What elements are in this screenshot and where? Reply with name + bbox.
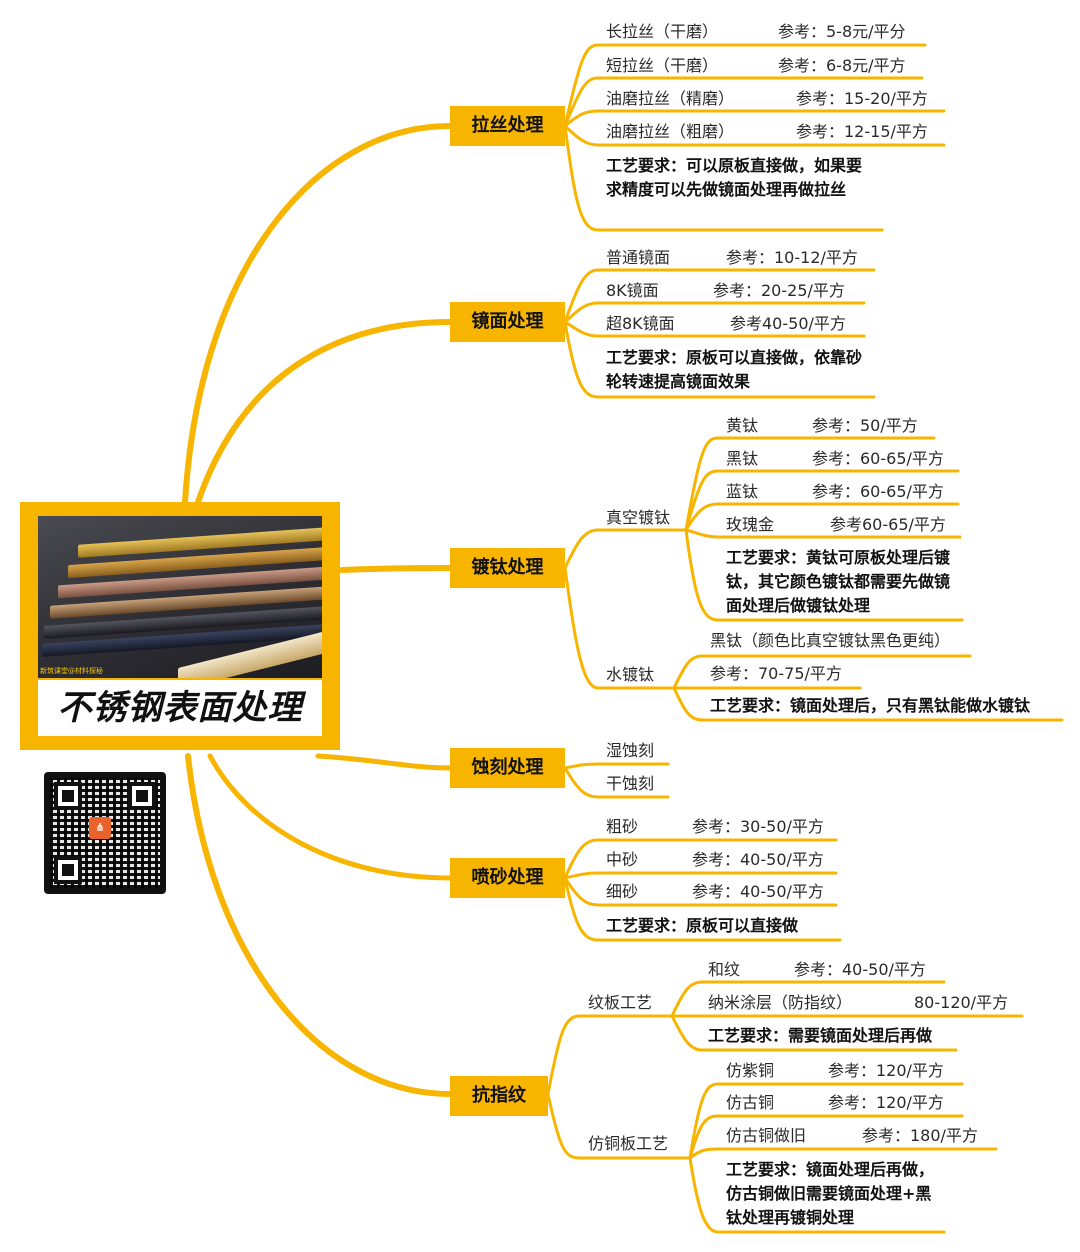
leaf-label: 粗砂 <box>606 817 639 836</box>
leaf-price: 参考：120/平方 <box>828 1093 944 1112</box>
branch-node[interactable]: 镜面处理 <box>450 302 565 342</box>
leaf-price: 参考：5-8元/平分 <box>778 22 906 41</box>
process-note: 工艺要求：镜面处理后，只有黑钛能做水镀钛 <box>710 696 1031 715</box>
leaf-price: 参考60-65/平方 <box>830 515 946 534</box>
process-note: 工艺要求：镜面处理后再做，仿古铜做旧需要镜面处理+黑钛处理再镀铜处理 <box>726 1160 935 1227</box>
leaf-label: 黑钛 <box>726 449 759 468</box>
leaf-label: 湿蚀刻 <box>606 741 655 760</box>
process-note: 工艺要求：可以原板直接做，如果要求精度可以先做镜面处理再做拉丝 <box>606 156 863 199</box>
leaf-label: 黄钛 <box>726 416 759 435</box>
leaf-label: 蓝钛 <box>726 482 759 501</box>
qr-logo-icon: ⋔ <box>89 817 111 839</box>
branch-node[interactable]: 抗指纹 <box>450 1076 548 1116</box>
leaf-price: 参考：180/平方 <box>862 1126 978 1145</box>
process-note: 工艺要求：原板可以直接做 <box>606 916 799 935</box>
leaf-label: 8K镜面 <box>606 281 659 300</box>
root-node[interactable]: 新筑课堂@材料探秘 不锈钢表面处理 <box>20 502 340 750</box>
leaf-label: 中砂 <box>606 850 639 869</box>
sub-branch-label: 水镀钛 <box>606 665 655 684</box>
leaf-price: 参考：120/平方 <box>828 1061 944 1080</box>
process-note: 工艺要求：黄钛可原板处理后镀钛，其它颜色镀钛都需要先做镜面处理后做镀钛处理 <box>726 548 951 615</box>
leaf-label: 玫瑰金 <box>726 515 775 534</box>
leaf-label: 仿古铜 <box>726 1093 775 1112</box>
leaf-label: 油磨拉丝（粗磨） <box>606 122 735 141</box>
leaf-label: 细砂 <box>606 882 639 901</box>
leaf-price: 参考：6-8元/平方 <box>778 56 906 75</box>
qr-finder-top-right <box>128 782 156 810</box>
branch-node[interactable]: 蚀刻处理 <box>450 748 565 788</box>
leaf-price: 参考：40-50/平方 <box>692 882 824 901</box>
leaf-price: 参考：20-25/平方 <box>713 281 845 300</box>
leaf-label: 长拉丝（干磨） <box>606 22 719 41</box>
sub-branch-label: 纹板工艺 <box>588 993 653 1012</box>
leaf-label: 黑钛（颜色比真空镀钛黑色更纯） <box>710 631 951 650</box>
leaf-price: 参考：40-50/平方 <box>692 850 824 869</box>
leaf-label: 仿古铜做旧 <box>726 1126 807 1145</box>
leaf-label: 和纹 <box>708 960 741 979</box>
sub-branch-label: 仿铜板工艺 <box>588 1134 669 1153</box>
leaf-price: 参考：10-12/平方 <box>726 248 858 267</box>
leaf-price: 参考：12-15/平方 <box>796 122 928 141</box>
leaf-label: 仿紫铜 <box>726 1061 775 1080</box>
stainless-steel-photo: 新筑课堂@材料探秘 <box>38 516 322 678</box>
leaf-label: 纳米涂层（防指纹） <box>708 993 853 1012</box>
root-title: 不锈钢表面处理 <box>38 680 322 736</box>
leaf-label: 油磨拉丝（精磨） <box>606 89 735 108</box>
branch-node[interactable]: 喷砂处理 <box>450 858 565 898</box>
leaf-price: 参考：30-50/平方 <box>692 817 824 836</box>
leaf-price: 参考：60-65/平方 <box>812 449 944 468</box>
leaf-label: 短拉丝（干磨） <box>606 56 719 75</box>
leaf-price: 参考：40-50/平方 <box>794 960 926 979</box>
branch-node[interactable]: 镀钛处理 <box>450 548 565 588</box>
qr-finder-bottom-left <box>54 856 82 884</box>
sub-branch-label: 真空镀钛 <box>606 508 671 527</box>
leaf-price: 参考：50/平方 <box>812 416 918 435</box>
leaf-label: 干蚀刻 <box>606 774 655 793</box>
qr-finder-top-left <box>54 782 82 810</box>
leaf-label: 普通镜面 <box>606 248 671 267</box>
process-note: 工艺要求：需要镜面处理后再做 <box>708 1026 933 1045</box>
leaf-label: 超8K镜面 <box>606 314 675 333</box>
qr-code[interactable]: ⋔ <box>44 772 166 894</box>
branch-node[interactable]: 拉丝处理 <box>450 106 565 146</box>
leaf-price: 80-120/平方 <box>914 993 1009 1012</box>
leaf-price: 参考：60-65/平方 <box>812 482 944 501</box>
leaf-price: 参考：15-20/平方 <box>796 89 928 108</box>
process-note: 工艺要求：原板可以直接做，依靠砂轮转速提高镜面效果 <box>606 348 863 391</box>
leaf-price: 参考：70-75/平方 <box>710 664 842 683</box>
photo-watermark: 新筑课堂@材料探秘 <box>40 667 103 675</box>
leaf-price: 参考40-50/平方 <box>730 314 846 333</box>
